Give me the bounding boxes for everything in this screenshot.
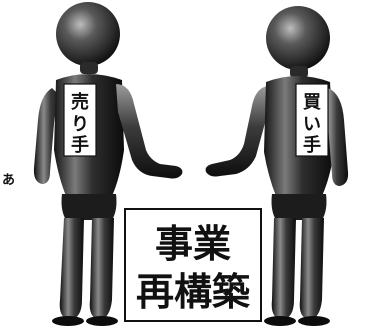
seller-tag bbox=[63, 83, 97, 157]
signboard-line-1: 事業 bbox=[155, 222, 231, 266]
seller-left-arm bbox=[33, 88, 62, 184]
buyer-right-foot bbox=[298, 316, 330, 326]
seller-reaching-arm bbox=[116, 84, 183, 179]
seller-tag-char-1: 売 bbox=[71, 91, 89, 113]
buyer-figure: 買 い 手 bbox=[205, 6, 349, 326]
seller-hips bbox=[61, 194, 117, 220]
signboard-frame bbox=[124, 208, 262, 322]
buyer-tag-char-1: 買 bbox=[303, 92, 321, 113]
buyer-hips bbox=[271, 194, 327, 220]
seller-right-foot bbox=[86, 316, 118, 326]
seller-neck bbox=[80, 62, 98, 74]
seller-figure: 売 り 手 bbox=[33, 2, 183, 326]
buyer-left-foot bbox=[264, 316, 296, 326]
seller-tag-char-3: 手 bbox=[71, 134, 89, 156]
seller-right-leg bbox=[89, 218, 114, 320]
buyer-tag bbox=[295, 83, 329, 157]
buyer-right-leg bbox=[299, 218, 324, 320]
buyer-tag-char-2: い bbox=[303, 114, 321, 135]
buyer-reaching-arm bbox=[205, 86, 270, 177]
seller-tag-char-2: り bbox=[71, 114, 89, 135]
seller-left-leg bbox=[59, 218, 84, 320]
seller-head bbox=[56, 2, 120, 66]
buyer-neck bbox=[290, 66, 308, 78]
buyer-head bbox=[266, 6, 330, 70]
edge-glyph: あ bbox=[2, 173, 15, 188]
signboard-line-2: 再構築 bbox=[136, 270, 251, 314]
buyer-left-leg bbox=[271, 218, 296, 320]
seller-left-foot bbox=[52, 316, 84, 326]
signboard: 事業 再構築 bbox=[124, 208, 262, 322]
buyer-tag-char-3: 手 bbox=[303, 134, 321, 156]
